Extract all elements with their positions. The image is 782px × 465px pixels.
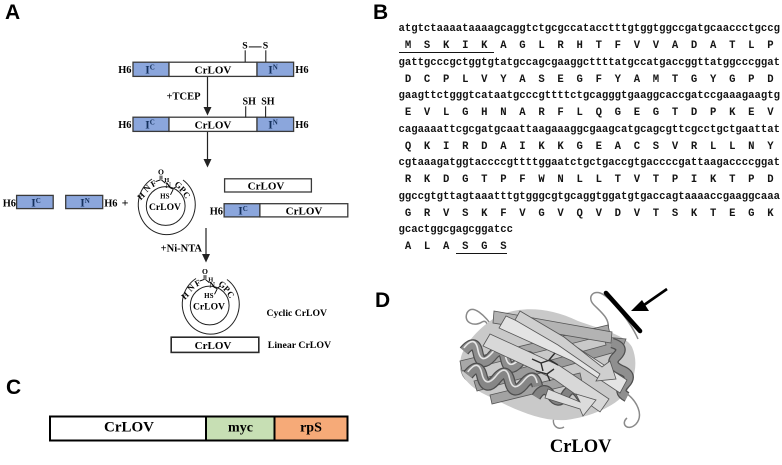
- svg-text:S: S: [242, 41, 248, 52]
- svg-text:CrLOV: CrLOV: [286, 205, 323, 217]
- svg-text:Cyclic CrLOV: Cyclic CrLOV: [267, 308, 328, 319]
- svg-text:+Ni-NTA: +Ni-NTA: [161, 244, 203, 255]
- svg-text:CrLOV: CrLOV: [195, 340, 232, 352]
- svg-text:H6: H6: [104, 198, 117, 209]
- svg-text:IC: IC: [31, 197, 41, 210]
- svg-text:H6: H6: [3, 198, 16, 209]
- svg-text:IC: IC: [145, 119, 155, 132]
- svg-text:IN: IN: [268, 119, 278, 132]
- svg-text:IN: IN: [268, 64, 278, 77]
- svg-text:CrLOV: CrLOV: [195, 119, 232, 131]
- svg-text:+TCEP: +TCEP: [167, 92, 202, 103]
- svg-text:SH: SH: [261, 96, 275, 107]
- svg-text:H6: H6: [295, 65, 308, 76]
- svg-text:+: +: [122, 196, 129, 210]
- svg-text:CrLOV: CrLOV: [195, 64, 232, 76]
- svg-text:IC: IC: [145, 64, 155, 77]
- svg-text:myc: myc: [228, 421, 253, 436]
- svg-text:IN: IN: [80, 197, 90, 210]
- svg-text:H6: H6: [210, 206, 223, 217]
- svg-text:rpS: rpS: [300, 421, 322, 436]
- svg-text:CrLOV: CrLOV: [550, 437, 612, 457]
- svg-text:H6: H6: [118, 120, 131, 131]
- svg-text:H6: H6: [295, 120, 308, 131]
- svg-text:CrLOV: CrLOV: [248, 180, 285, 192]
- svg-text:Linear CrLOV: Linear CrLOV: [268, 340, 331, 351]
- svg-text:H6: H6: [118, 65, 131, 76]
- svg-text:S: S: [263, 41, 269, 52]
- svg-text:IC: IC: [238, 205, 248, 218]
- svg-text:SH: SH: [243, 96, 257, 107]
- svg-text:CrLOV: CrLOV: [104, 420, 154, 436]
